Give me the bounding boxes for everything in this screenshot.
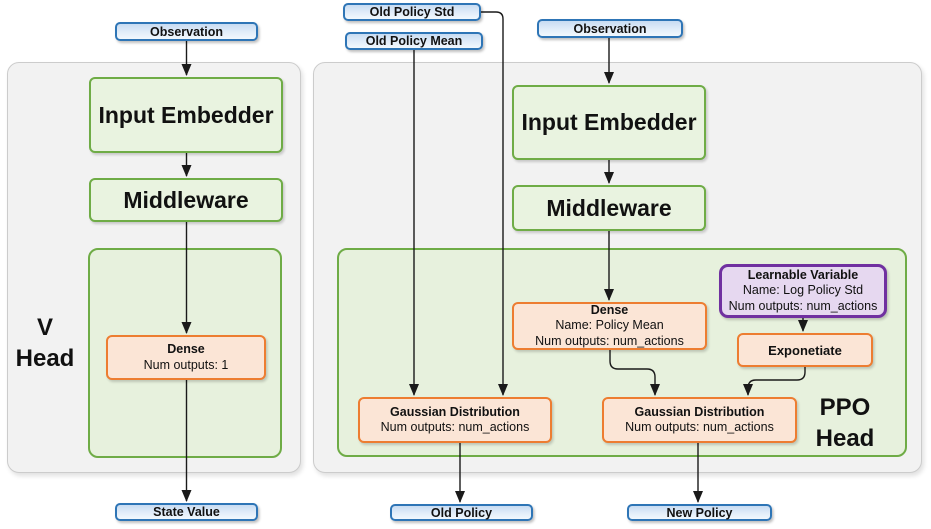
ppo-head-title-line2: Head: [815, 425, 875, 452]
input-embedder-node-v: Input Embedder: [89, 77, 283, 153]
state-value-node: State Value: [115, 503, 258, 521]
learnable-variable-node: Learnable Variable Name: Log Policy Std …: [719, 264, 887, 318]
v-head-title: V Head: [8, 312, 82, 374]
learnable-variable-title: Learnable Variable: [747, 267, 859, 282]
v-head-title-line1: V: [36, 314, 53, 341]
dense-policy-mean-node: Dense Name: Policy Mean Num outputs: num…: [512, 302, 707, 350]
ppo-head-title-line1: PPO: [819, 394, 871, 421]
observation-node-ppo: Observation: [537, 19, 683, 38]
observation-node-v: Observation: [115, 22, 258, 41]
dense-node-v-title: Dense: [167, 342, 205, 356]
gaussian-new-title: Gaussian Distribution: [634, 404, 765, 419]
v-head-title-line2: Head: [15, 345, 75, 372]
learnable-variable-name: Name: Log Policy Std: [742, 283, 864, 298]
gaussian-old-outputs: Num outputs: num_actions: [380, 420, 530, 434]
input-embedder-node-v-label: Input Embedder: [98, 101, 274, 128]
arrow-old-policy-std-to-gaussian-old: [481, 11, 508, 396]
dense-node-v: Dense Num outputs: 1: [106, 335, 266, 380]
middleware-node-v-label: Middleware: [123, 186, 249, 213]
arrow-exponetiate-to-gaussian-new: [743, 367, 806, 396]
dense-policy-mean-outputs: Num outputs: num_actions: [535, 333, 684, 348]
dense-policy-mean-name: Name: Policy Mean: [555, 318, 664, 333]
observation-node-ppo-label: Observation: [573, 21, 647, 36]
input-embedder-node-ppo: Input Embedder: [512, 85, 706, 160]
gaussian-old-title: Gaussian Distribution: [390, 404, 520, 419]
old-policy-std-node-label: Old Policy Std: [369, 5, 455, 19]
old-policy-node: Old Policy: [390, 504, 533, 521]
new-policy-node-label: New Policy: [666, 505, 733, 520]
middleware-node-v: Middleware: [89, 178, 283, 222]
ppo-head-title: PPO Head: [801, 392, 889, 454]
old-policy-mean-node-label: Old Policy Mean: [365, 34, 463, 48]
middleware-node-ppo-label: Middleware: [546, 194, 672, 221]
exponetiate-node: Exponetiate: [737, 333, 873, 367]
old-policy-node-label: Old Policy: [430, 505, 493, 520]
middleware-node-ppo: Middleware: [512, 185, 706, 231]
arrow-dense-to-gaussian-new: [609, 350, 660, 396]
gaussian-new-outputs: Num outputs: num_actions: [625, 420, 774, 434]
dense-policy-mean-title: Dense: [590, 302, 629, 317]
old-policy-mean-node: Old Policy Mean: [345, 32, 483, 50]
gaussian-distribution-new-node: Gaussian Distribution Num outputs: num_a…: [602, 397, 797, 443]
new-policy-node: New Policy: [627, 504, 772, 521]
dense-node-v-outputs: Num outputs: 1: [143, 357, 229, 372]
observation-node-v-label: Observation: [150, 24, 223, 39]
old-policy-std-node: Old Policy Std: [343, 3, 481, 21]
exponetiate-node-label: Exponetiate: [768, 342, 842, 358]
state-value-node-label: State Value: [153, 505, 220, 519]
gaussian-distribution-old-node: Gaussian Distribution Num outputs: num_a…: [358, 397, 552, 443]
input-embedder-node-ppo-label: Input Embedder: [521, 109, 697, 135]
learnable-variable-outputs: Num outputs: num_actions: [728, 298, 878, 313]
